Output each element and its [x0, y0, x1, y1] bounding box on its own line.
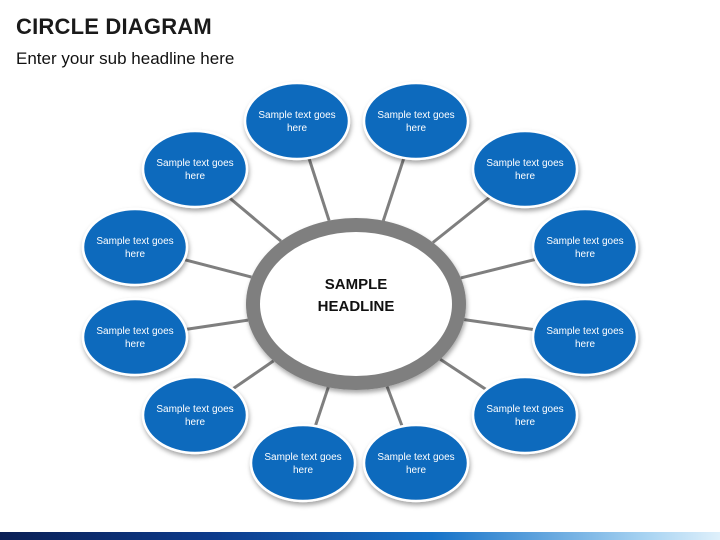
connector-line-7 — [185, 318, 249, 331]
node-5-text-line-2: here — [125, 249, 145, 260]
node-2-text-line-1: Sample text goes — [377, 110, 454, 121]
center-inner — [260, 232, 452, 376]
node-2-text-line-2: here — [406, 123, 426, 134]
connector-line-8 — [463, 318, 535, 332]
center-hub: SAMPLE HEADLINE — [246, 218, 466, 390]
node-9-text-line-1: Sample text goes — [156, 404, 233, 415]
connector-line-10 — [439, 358, 488, 391]
node-2-circle — [362, 81, 470, 161]
connector-line-2 — [381, 157, 406, 222]
node-4: Sample text goes here — [471, 129, 579, 209]
connector-line-1 — [307, 157, 331, 222]
center-headline-line-2: HEADLINE — [318, 298, 395, 315]
node-1-text-line-2: here — [287, 123, 307, 134]
node-8-circle — [531, 297, 639, 377]
node-6: Sample text goes here — [531, 207, 639, 287]
node-12: Sample text goes here — [362, 423, 470, 503]
connector-line-11 — [313, 386, 330, 427]
node-2: Sample text goes here — [362, 81, 470, 161]
node-8-text-line-1: Sample text goes — [546, 326, 623, 337]
node-11-text-line-2: here — [293, 465, 313, 476]
node-10: Sample text goes here — [471, 375, 579, 455]
node-6-text-line-2: here — [575, 249, 595, 260]
node-3: Sample text goes here — [141, 129, 249, 209]
node-7-circle — [81, 297, 189, 377]
node-3-circle — [141, 129, 249, 209]
node-7-text-line-1: Sample text goes — [96, 326, 173, 337]
connector-line-6 — [460, 257, 537, 280]
connector-line-4 — [431, 195, 491, 244]
center-headline-line-1: SAMPLE — [325, 276, 388, 293]
node-6-text-line-1: Sample text goes — [546, 236, 623, 247]
satellite-nodes: Sample text goes here Sample text goes h… — [81, 81, 639, 503]
node-9-text-line-2: here — [185, 417, 205, 428]
node-10-circle — [471, 375, 579, 455]
node-1-text-line-1: Sample text goes — [258, 110, 335, 121]
slide-title: CIRCLE DIAGRAM — [16, 14, 212, 39]
node-4-text-line-2: here — [515, 171, 535, 182]
node-12-text-line-1: Sample text goes — [377, 452, 454, 463]
node-4-text-line-1: Sample text goes — [486, 158, 563, 169]
node-8-text-line-2: here — [575, 339, 595, 350]
node-1: Sample text goes here — [243, 81, 351, 161]
node-11: Sample text goes here — [249, 423, 357, 503]
node-5-text-line-1: Sample text goes — [96, 236, 173, 247]
node-10-text-line-1: Sample text goes — [486, 404, 563, 415]
connector-line-5 — [183, 258, 252, 279]
node-11-text-line-1: Sample text goes — [264, 452, 341, 463]
connector-line-3 — [228, 196, 282, 243]
node-3-text-line-2: here — [185, 171, 205, 182]
node-6-circle — [531, 207, 639, 287]
slide-subtitle: Enter your sub headline here — [16, 49, 235, 68]
connector-line-9 — [231, 359, 275, 391]
node-3-text-line-1: Sample text goes — [156, 158, 233, 169]
connector-line-12 — [385, 385, 404, 427]
node-1-circle — [243, 81, 351, 161]
node-8: Sample text goes here — [531, 297, 639, 377]
node-10-text-line-2: here — [515, 417, 535, 428]
node-9-circle — [141, 375, 249, 455]
bottom-gradient-bar — [0, 532, 720, 540]
node-4-circle — [471, 129, 579, 209]
node-5-circle — [81, 207, 189, 287]
connector-lines — [183, 157, 537, 427]
node-12-circle — [362, 423, 470, 503]
node-9: Sample text goes here — [141, 375, 249, 455]
node-7-text-line-2: here — [125, 339, 145, 350]
node-7: Sample text goes here — [81, 297, 189, 377]
node-12-text-line-2: here — [406, 465, 426, 476]
node-5: Sample text goes here — [81, 207, 189, 287]
node-11-circle — [249, 423, 357, 503]
